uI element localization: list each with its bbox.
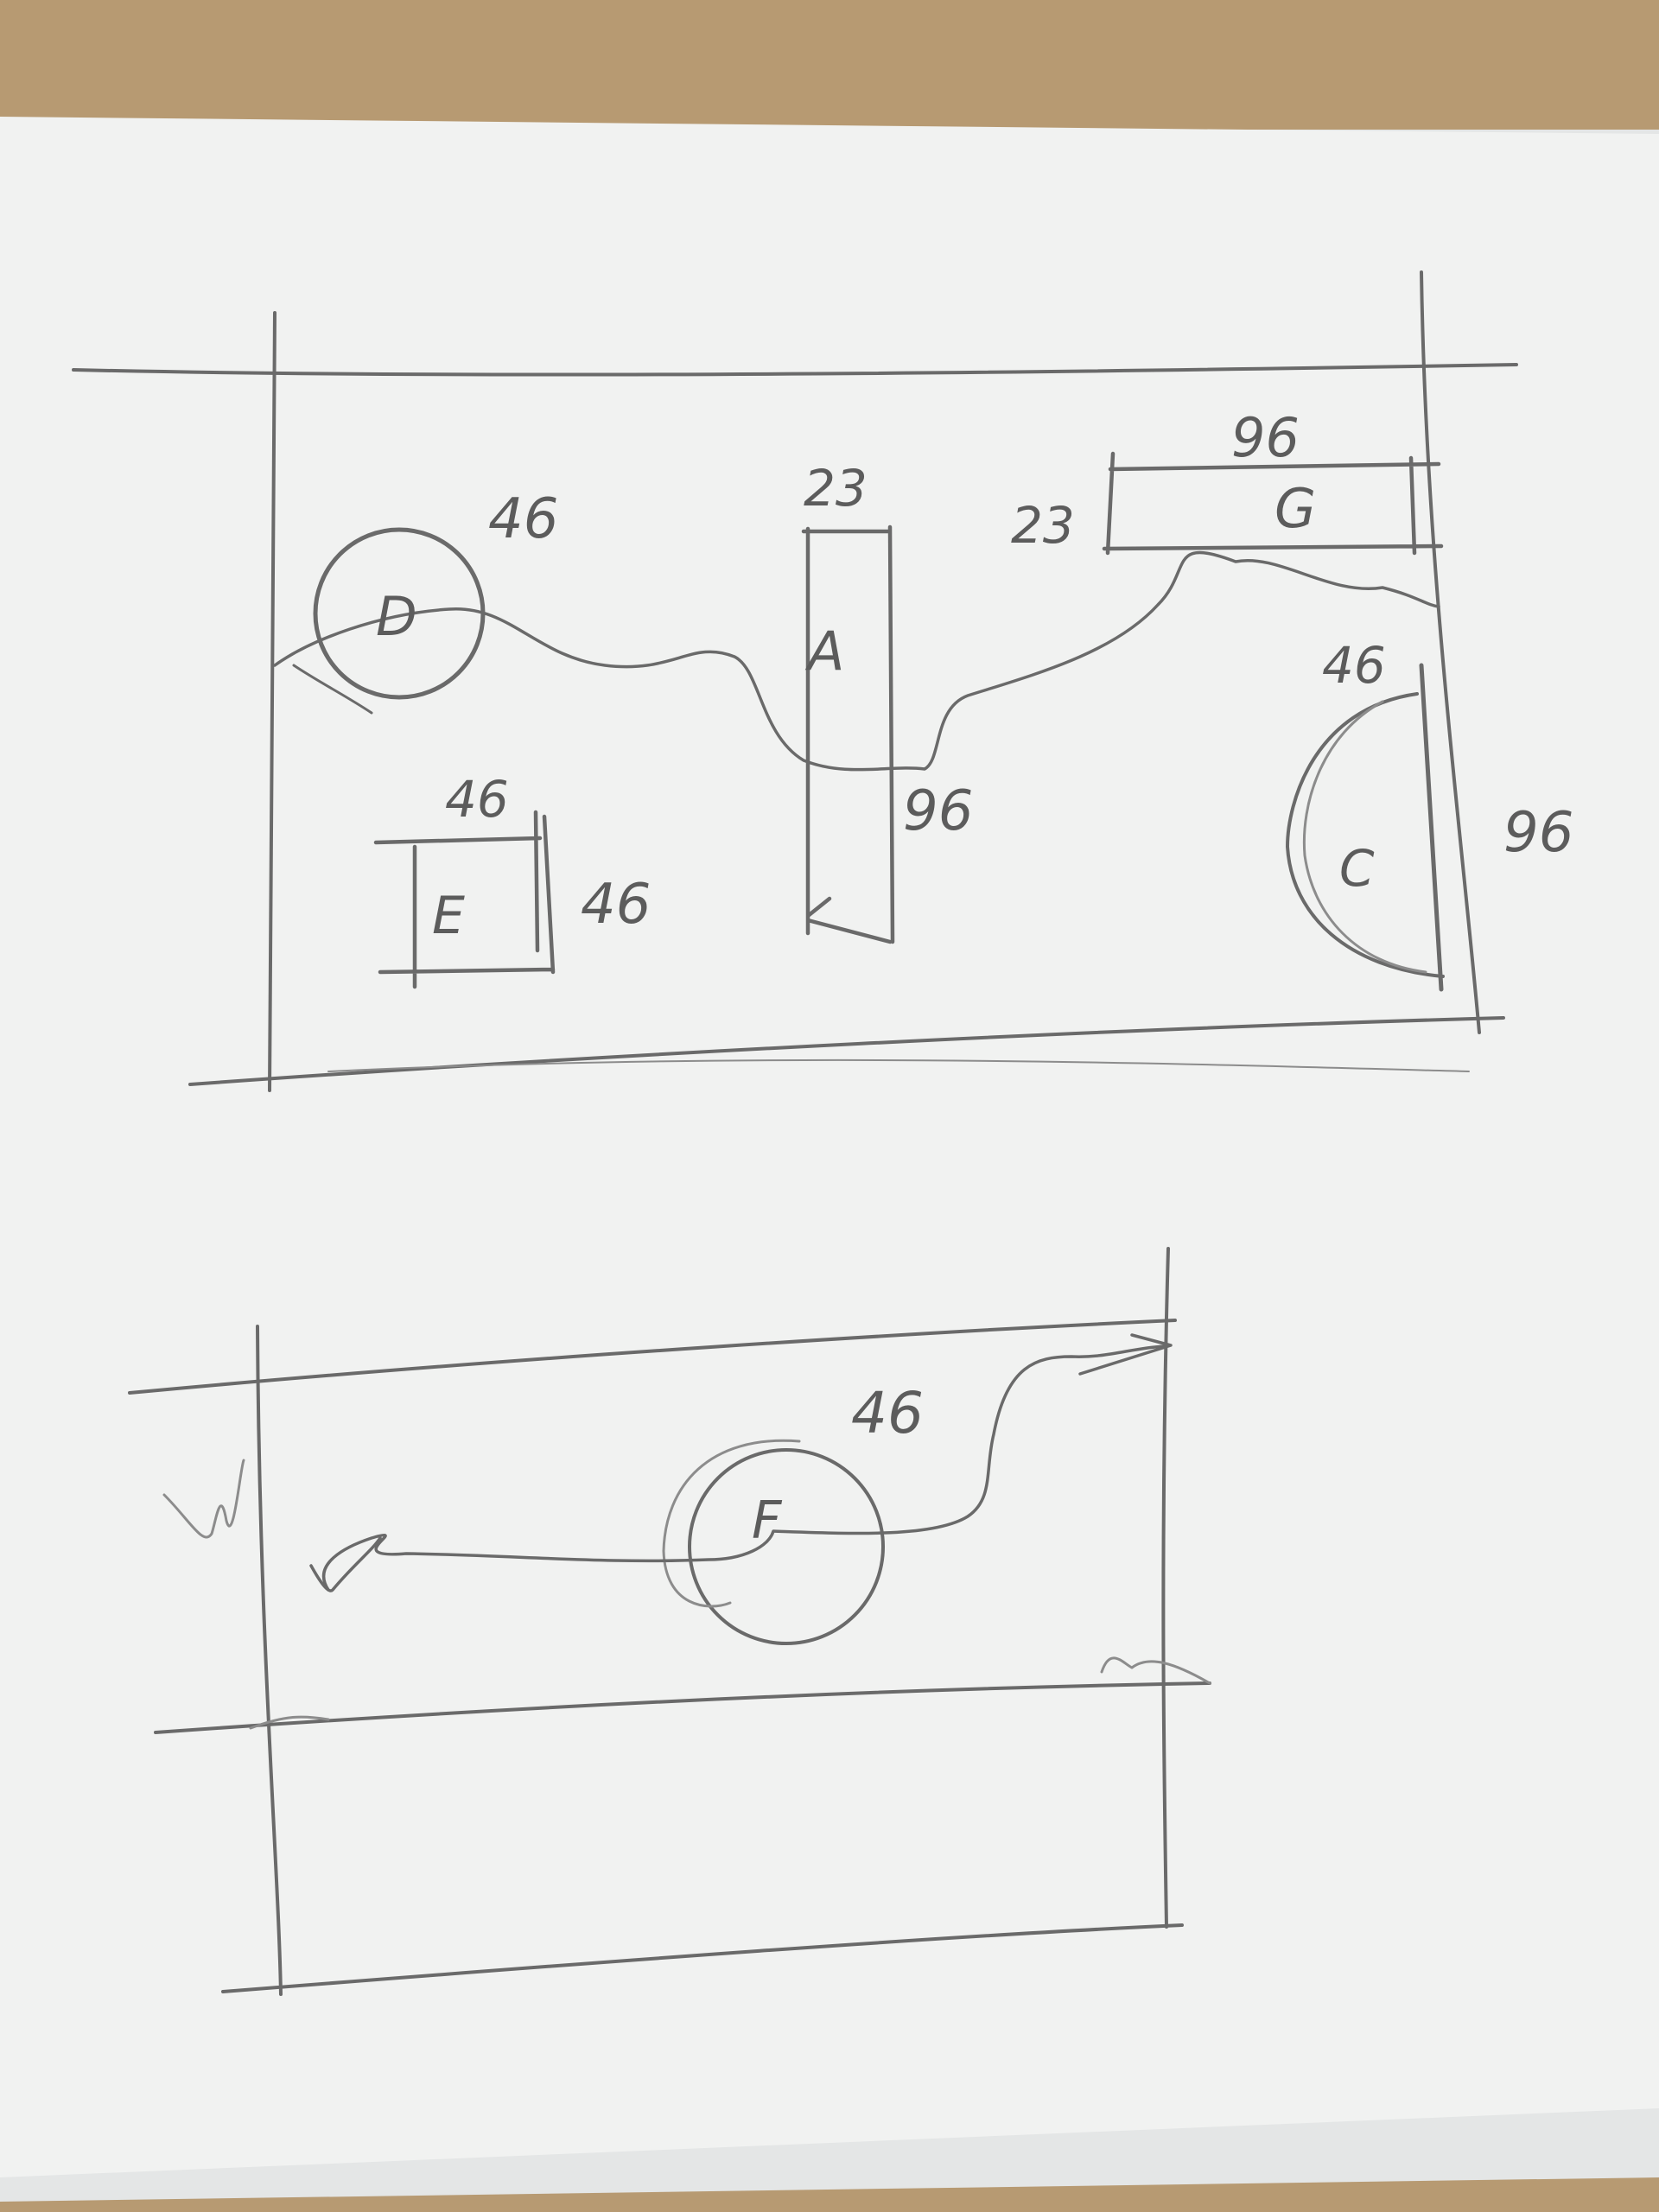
- scribble-left: [162, 1459, 245, 1539]
- shape-f-dimension: 46: [851, 1380, 924, 1446]
- shape-d-circle: [313, 527, 486, 700]
- shape-c-letter: C: [1339, 839, 1375, 898]
- shape-d-dimension: 46: [488, 487, 558, 551]
- frame-right-edge: [1420, 270, 1481, 1034]
- shape-c-arc-inner: [1302, 700, 1427, 974]
- sketch-top: D 46 A 23 96 G 96 23 C 46 96 E 46 46: [72, 270, 1573, 1092]
- scribble-left-mid: [249, 1715, 330, 1730]
- shape-c-arc: [1286, 692, 1445, 978]
- shape-c-height: 96: [1503, 801, 1573, 865]
- path-line-tail: [292, 664, 373, 715]
- shape-a-letter: A: [804, 620, 844, 683]
- shape-a-height: 96: [903, 779, 973, 843]
- shape-g-letter: G: [1274, 477, 1316, 540]
- shape-g-rect: [1102, 451, 1444, 556]
- shape-f-letter: F: [752, 1491, 783, 1551]
- shape-a-width: 23: [804, 459, 868, 518]
- frame-bottom-edge: [188, 1016, 1505, 1086]
- frame-bottom-edge: [221, 1923, 1184, 1993]
- frame-middle-line: [154, 1681, 1211, 1734]
- path-line-top: [273, 550, 1440, 772]
- shape-f-circle: [688, 1448, 885, 1645]
- shape-a-rect: [801, 524, 895, 944]
- shape-g-width: 96: [1231, 406, 1300, 469]
- frame-left-edge: [268, 311, 276, 1092]
- shape-c-width: 46: [1322, 636, 1386, 695]
- shape-c-flat-edge: [1419, 663, 1444, 992]
- frame-top-edge: [72, 363, 1518, 377]
- scribble-right: [1100, 1656, 1211, 1685]
- frame-bottom-edge-faint: [327, 1058, 1470, 1072]
- shape-e-square: [373, 810, 556, 989]
- arrow-head: [1078, 1333, 1173, 1376]
- sketch-bottom: F 46: [128, 1247, 1211, 1996]
- shape-f-circle-overdraw: [662, 1439, 801, 1608]
- shape-e-width: 46: [445, 770, 509, 829]
- shape-e-height: 46: [581, 873, 651, 937]
- path-line-bottom: [321, 1344, 1166, 1592]
- frame-left-edge: [256, 1325, 283, 1996]
- paper-sheet: [0, 117, 1659, 2177]
- shape-e-letter: E: [432, 886, 465, 946]
- shape-g-height: 23: [1011, 496, 1075, 555]
- path-line-start-loop: [309, 1536, 382, 1592]
- shape-d-letter: D: [376, 585, 417, 648]
- frame-top-edge: [128, 1319, 1177, 1395]
- frame-right-edge: [1161, 1247, 1170, 1929]
